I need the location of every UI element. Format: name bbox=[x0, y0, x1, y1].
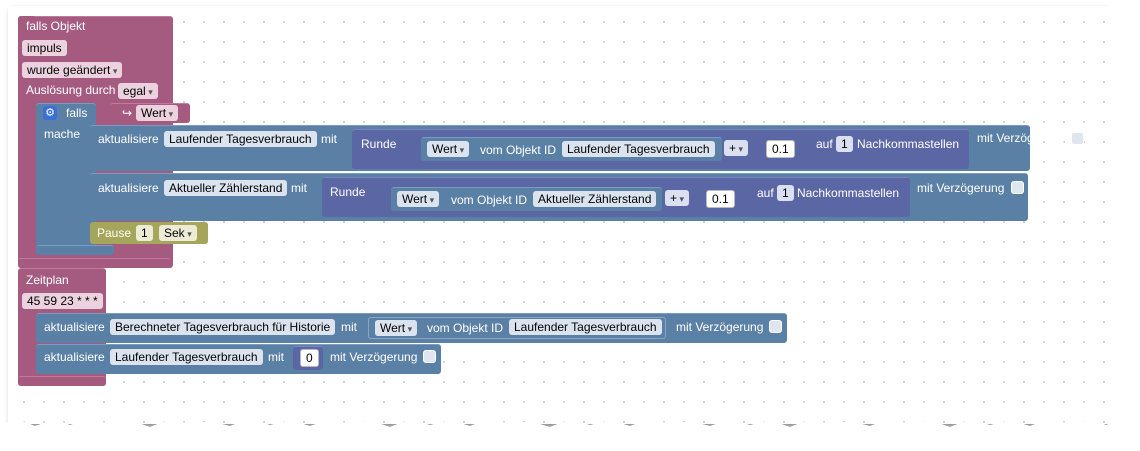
round2-label: Runde bbox=[330, 185, 366, 199]
value3-vom: vom Objekt ID bbox=[427, 321, 504, 335]
update1-action: aktualisiere bbox=[98, 132, 159, 146]
torn-edge-bottom bbox=[0, 418, 1140, 451]
update4-target-field[interactable]: Laufender Tagesverbrauch bbox=[110, 349, 263, 365]
pause-label: Pause bbox=[97, 226, 132, 240]
schedule-block-footer bbox=[18, 376, 106, 386]
operand2-input[interactable]: 0.1 bbox=[706, 190, 735, 208]
update4-action: aktualisiere bbox=[44, 350, 105, 364]
update3-mit: mit bbox=[341, 320, 357, 334]
update4-delay-label: mit Verzögerung bbox=[330, 350, 418, 364]
operand1-input[interactable]: 0.1 bbox=[766, 140, 795, 158]
update1-delay-label: mit Verzögerung bbox=[977, 131, 1065, 145]
object-id-field[interactable]: impuls bbox=[22, 40, 67, 56]
value1-vom: vom Objekt ID bbox=[480, 143, 557, 157]
round1-label: Runde bbox=[361, 137, 397, 151]
update2-target-field[interactable]: Aktueller Zählerstand bbox=[164, 180, 288, 196]
if-block-footer bbox=[36, 245, 114, 255]
value3-source-field[interactable]: Laufender Tagesverbrauch bbox=[509, 319, 662, 335]
value2-dropdown[interactable]: Wert bbox=[397, 191, 440, 207]
round1-decimals: Nachkommastellen bbox=[857, 137, 960, 151]
value2-source-field[interactable]: Aktueller Zählerstand bbox=[533, 191, 657, 207]
if-var-arrow-icon: ↪ bbox=[122, 106, 133, 120]
update2-mit: mit bbox=[291, 181, 307, 195]
update2-action: aktualisiere bbox=[98, 181, 159, 195]
update1-mit: mit bbox=[321, 132, 337, 146]
update4-delay-checkbox[interactable] bbox=[423, 350, 436, 363]
cron-field[interactable]: 45 59 23 * * * bbox=[22, 293, 103, 309]
update3-delay-checkbox[interactable] bbox=[769, 320, 782, 333]
update1-delay-checkbox[interactable] bbox=[1071, 132, 1084, 145]
value2-vom: vom Objekt ID bbox=[451, 193, 528, 207]
update2-delay-label: mit Verzögerung bbox=[917, 181, 1005, 195]
update3-delay-label: mit Verzögerung bbox=[676, 320, 764, 334]
update4-mit: mit bbox=[268, 350, 284, 364]
round2-decimals: Nachkommastellen bbox=[797, 186, 900, 200]
pause-unit-dropdown[interactable]: Sek bbox=[159, 225, 197, 241]
update1-target-field[interactable]: Laufender Tagesverbrauch bbox=[164, 131, 317, 147]
condition-dropdown[interactable]: wurde geändert bbox=[22, 62, 123, 78]
if-falls-label: falls bbox=[66, 106, 88, 120]
op2-dropdown[interactable]: + bbox=[665, 190, 690, 206]
gear-icon[interactable]: ⚙ bbox=[43, 106, 57, 120]
pause-value-input[interactable]: 1 bbox=[136, 225, 153, 241]
round2-auf: auf bbox=[757, 186, 774, 200]
trigger-label: Auslösung durch bbox=[26, 83, 116, 97]
op1-dropdown[interactable]: + bbox=[724, 140, 749, 156]
update3-action: aktualisiere bbox=[44, 320, 105, 334]
if-mache-label: mache bbox=[44, 127, 81, 141]
digits1-input[interactable]: 1 bbox=[836, 136, 853, 152]
value1-source-field[interactable]: Laufender Tagesverbrauch bbox=[562, 141, 715, 157]
update3-target-field[interactable]: Berechneter Tagesverbrauch für Historie bbox=[110, 319, 336, 335]
update4-value-input[interactable]: 0 bbox=[300, 349, 319, 367]
round1-auf: auf bbox=[816, 137, 833, 151]
event-title: falls Objekt bbox=[26, 19, 86, 33]
value1-dropdown[interactable]: Wert bbox=[427, 141, 470, 157]
event-block-footer bbox=[18, 258, 171, 268]
trigger-dropdown[interactable]: egal bbox=[118, 83, 158, 99]
torn-edge-right bbox=[1105, 0, 1140, 451]
if-block[interactable] bbox=[36, 103, 96, 255]
value3-dropdown[interactable]: Wert bbox=[375, 320, 418, 336]
digits2-input[interactable]: 1 bbox=[777, 185, 794, 201]
if-var-dropdown[interactable]: Wert bbox=[136, 105, 179, 121]
schedule-title: Zeitplan bbox=[26, 273, 69, 287]
update2-delay-checkbox[interactable] bbox=[1011, 181, 1024, 194]
